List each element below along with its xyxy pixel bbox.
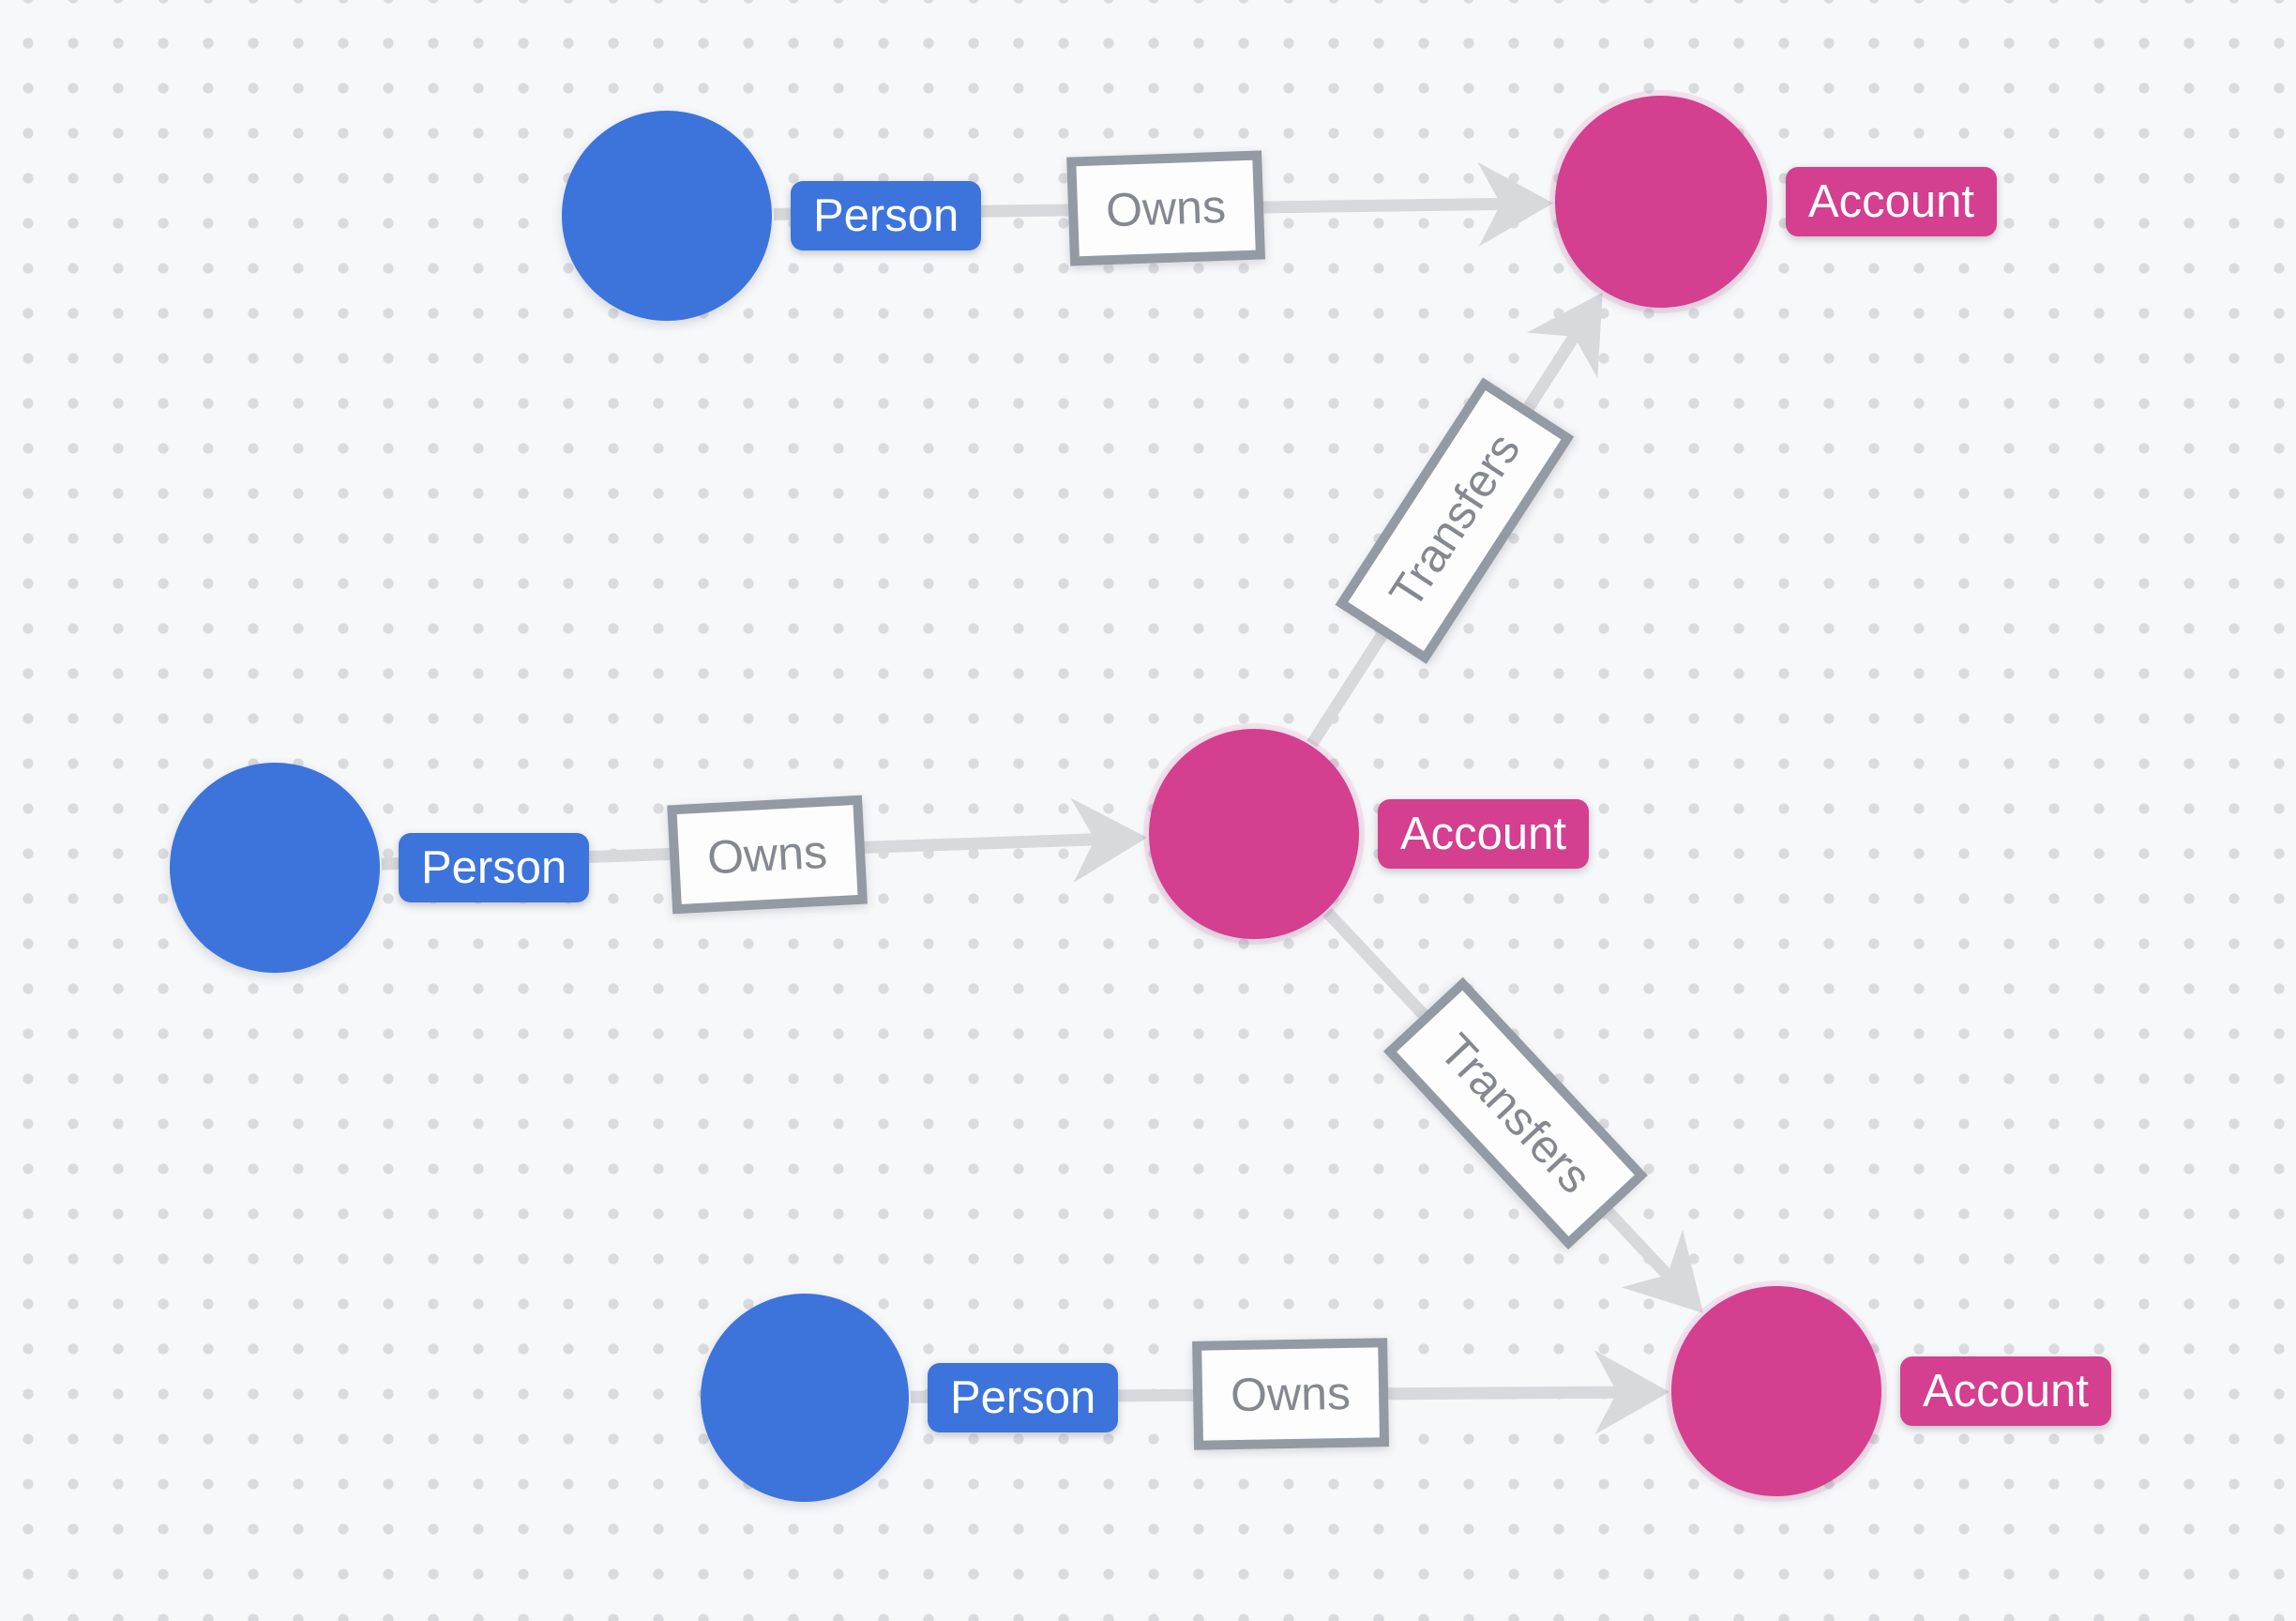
node-account-1[interactable] <box>1555 96 1767 308</box>
node-label-text: Person <box>813 189 959 241</box>
node-label-text: Person <box>950 1371 1096 1423</box>
edge-arrowhead-icon <box>1594 1350 1669 1435</box>
edge-label-text: Owns <box>705 825 829 885</box>
edge-label-text: Owns <box>1230 1366 1352 1422</box>
node-label-text: Account <box>1808 175 1975 227</box>
edge-arrowhead-icon <box>1477 161 1553 247</box>
node-person-2[interactable] <box>170 763 380 973</box>
node-account-3[interactable] <box>1671 1286 1881 1496</box>
node-account-2[interactable] <box>1149 729 1359 939</box>
node-label-text: Account <box>1923 1365 2090 1416</box>
edge-arrowhead-icon <box>1621 1229 1703 1313</box>
edge-label-owns-1[interactable]: Owns <box>1066 150 1265 266</box>
node-person-1[interactable] <box>562 111 772 321</box>
edge-label-owns-2[interactable]: Owns <box>667 795 868 915</box>
node-label-text: Account <box>1400 808 1567 859</box>
node-person-3[interactable] <box>701 1294 909 1502</box>
node-label-account-2[interactable]: Account <box>1378 799 1590 869</box>
edge-label-owns-3[interactable]: Owns <box>1192 1338 1389 1450</box>
node-label-account-1[interactable]: Account <box>1786 167 1998 236</box>
node-label-person-3[interactable]: Person <box>928 1363 1119 1432</box>
edge-arrowhead-icon <box>1526 292 1603 379</box>
edge-arrowhead-icon <box>1070 797 1148 883</box>
edge-label-text: Owns <box>1105 179 1227 237</box>
node-label-person-2[interactable]: Person <box>399 833 590 902</box>
node-label-text: Person <box>421 841 567 893</box>
node-label-person-1[interactable]: Person <box>791 181 982 250</box>
node-label-account-3[interactable]: Account <box>1900 1356 2112 1426</box>
